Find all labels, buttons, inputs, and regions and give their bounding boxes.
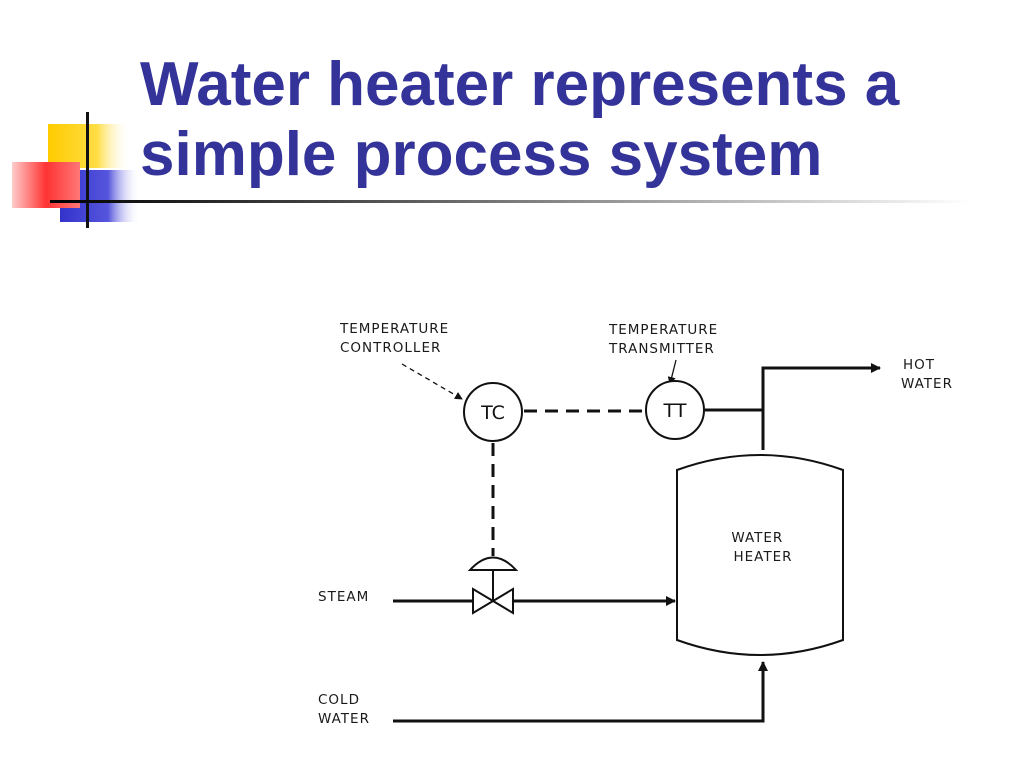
- title-line-1: Water heater represents a: [140, 50, 900, 119]
- label-cold-water: COLD WATER: [318, 692, 370, 727]
- tt-label: TT: [663, 400, 687, 422]
- label-hot-water: HOT WATER: [901, 357, 953, 392]
- hot-water-pipe: [761, 363, 881, 450]
- control-valve: [467, 556, 519, 615]
- label-temperature-controller: TEMPERATURE CONTROLLER: [339, 321, 454, 356]
- label-steam: STEAM: [318, 589, 369, 605]
- temperature-controller-symbol: TC: [463, 382, 523, 442]
- tc-label: TC: [480, 402, 505, 424]
- temperature-transmitter-symbol: TT: [645, 380, 705, 440]
- label-water-heater: WATER HEATER: [731, 530, 792, 565]
- leader-temperature-transmitter: [667, 359, 677, 385]
- water-heater-vessel: [676, 454, 844, 656]
- label-temperature-transmitter: TEMPERATURE TRANSMITTER: [608, 322, 723, 357]
- slide-title: Water heater represents a simple process…: [140, 50, 1010, 190]
- cold-water-pipe: [393, 661, 768, 723]
- title-line-2: simple process system: [140, 120, 823, 189]
- leader-temperature-controller: [401, 363, 463, 400]
